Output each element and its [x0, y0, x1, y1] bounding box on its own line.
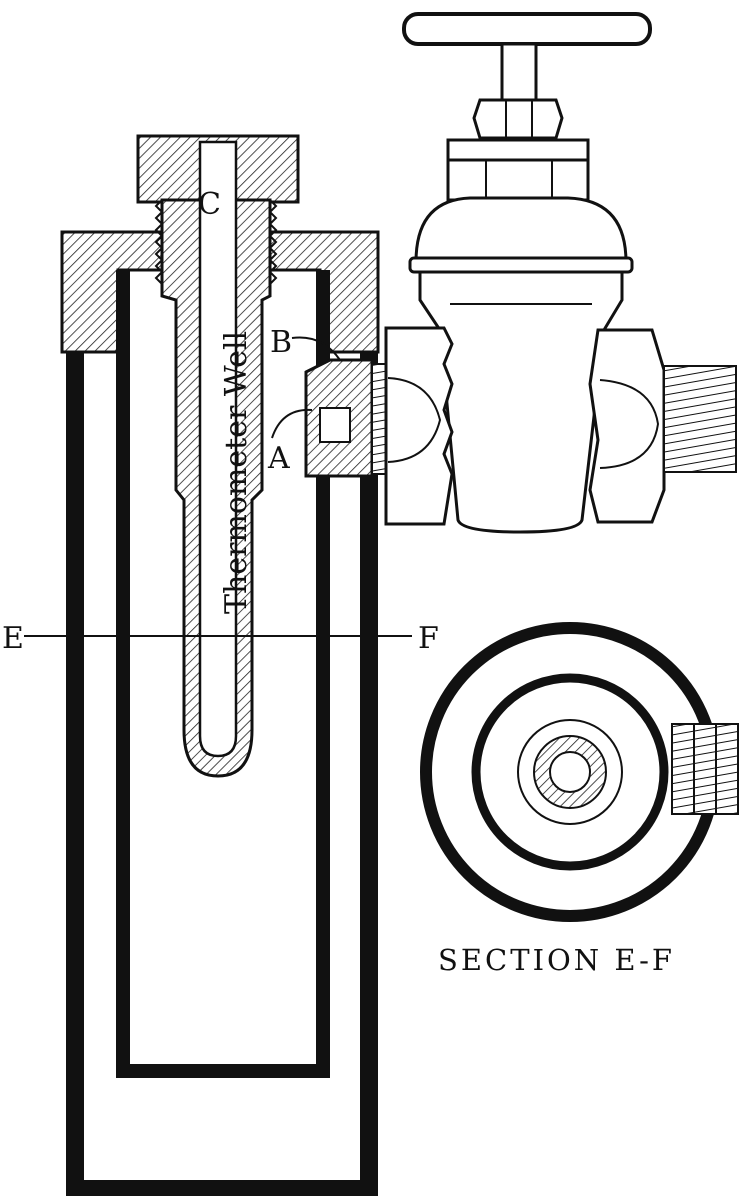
label-c: C: [198, 187, 221, 222]
label-e: E: [2, 621, 24, 656]
thermometer-well: [136, 134, 300, 778]
section-ef-view: [420, 622, 739, 922]
section-caption: SECTION E-F: [438, 943, 675, 977]
label-b: B: [270, 325, 292, 360]
label-thermometer-well: Thermometer Well: [219, 331, 254, 614]
valve-fitting: [271, 336, 387, 478]
outer-cylinder: [66, 268, 378, 1196]
label-a: A: [267, 441, 290, 476]
gate-valve: [384, 12, 737, 534]
label-f: F: [418, 621, 439, 656]
